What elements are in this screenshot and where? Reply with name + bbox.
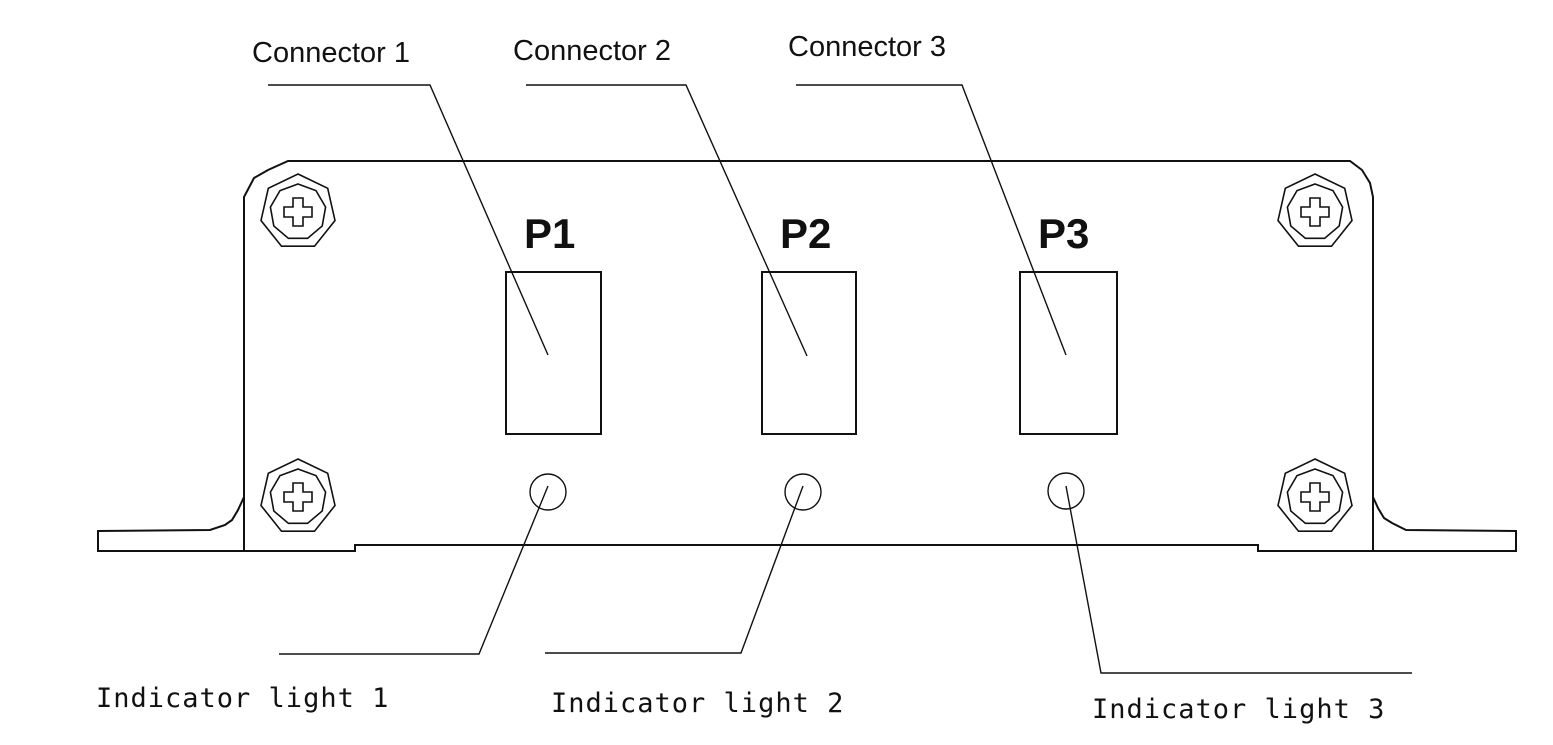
mounting-flange-left [97,496,245,552]
phillips-screw-icon [1277,173,1353,247]
phillips-cross-icon [1300,482,1330,512]
panel-bottom-edge [244,544,1373,552]
indicator-label-3: Indicator light 3 [1092,694,1385,725]
phillips-cross-icon [1300,197,1330,227]
screw-inner-ring [269,183,327,240]
connector-label-1: Connector 1 [252,37,410,69]
connector-3-rect [1019,271,1118,435]
indicator-light-3-circle [1047,472,1085,510]
connector-label-2: Connector 2 [513,35,671,67]
screw-outer-ring [1277,458,1353,533]
screw-inner-ring [1286,183,1344,240]
connector-2-rect [761,271,857,435]
screw-outer-ring [260,458,336,533]
connector-1-leader [268,84,549,356]
flange-right-outline [1372,496,1517,552]
screw-outer-ring [1277,173,1353,247]
phillips-cross-icon [283,197,313,227]
indicator-light-1-circle [529,473,567,511]
panel-outline [243,160,1374,551]
connector-2-leader [526,84,808,357]
indicator-label-1: Indicator light 1 [96,683,389,714]
phillips-screw-icon [260,173,336,247]
port-label-3: P3 [1038,210,1089,257]
indicator-3-leader [1065,485,1412,674]
screw-outer-ring [260,173,336,247]
indicator-2-leader [545,485,804,654]
port-label-1: P1 [524,210,575,257]
port-label-2: P2 [780,210,831,257]
phillips-screw-icon [1277,458,1353,533]
phillips-screw-icon [260,458,336,533]
connector-1-rect [505,271,602,435]
indicator-light-2-circle [784,473,822,511]
indicator-label-2: Indicator light 2 [551,688,844,719]
connector-3-leader [796,84,1067,356]
phillips-cross-icon [283,482,313,512]
connector-label-3: Connector 3 [788,31,946,63]
screws-group [260,173,1353,533]
connector-port-1 [505,271,602,435]
connector-port-3 [1019,271,1118,435]
connector-port-2 [761,271,857,435]
mounting-flange-right [1372,496,1517,552]
screw-inner-ring [1286,468,1344,525]
indicator-1-leader [279,485,549,655]
panel-body [243,160,1374,552]
flange-left-outline [97,496,245,552]
screw-inner-ring [269,468,327,525]
